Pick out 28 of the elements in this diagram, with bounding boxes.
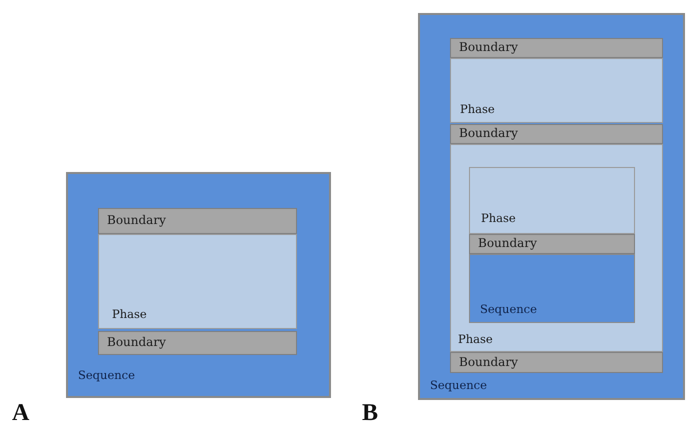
panel-letter: A <box>12 400 30 427</box>
node-label: Boundary <box>459 41 518 55</box>
boundary-bar <box>450 38 663 58</box>
node-label: Boundary <box>459 127 518 141</box>
node-label: Phase <box>460 103 495 116</box>
node-label: Boundary <box>459 356 518 370</box>
boundary-bar <box>450 352 663 373</box>
phase-box <box>98 234 297 329</box>
node-label: Sequence <box>480 303 537 316</box>
phase-box <box>450 144 663 352</box>
node-label: Phase <box>458 333 493 346</box>
phase-box <box>450 58 663 123</box>
phase-box <box>469 167 635 234</box>
node-label: Boundary <box>107 214 166 228</box>
node-label: Sequence <box>430 379 487 392</box>
node-label: Phase <box>481 212 516 225</box>
node-label: Phase <box>112 308 147 321</box>
sequence-box <box>66 172 331 398</box>
boundary-bar <box>98 208 297 234</box>
node-label: Boundary <box>478 237 537 251</box>
boundary-bar <box>98 331 297 355</box>
node-label: Boundary <box>107 336 166 350</box>
panel-letter: B <box>362 400 378 427</box>
boundary-bar <box>469 234 635 254</box>
sequence-box <box>469 254 635 323</box>
boundary-bar <box>450 124 663 144</box>
node-label: Sequence <box>78 369 135 382</box>
sequence-box <box>418 13 685 400</box>
